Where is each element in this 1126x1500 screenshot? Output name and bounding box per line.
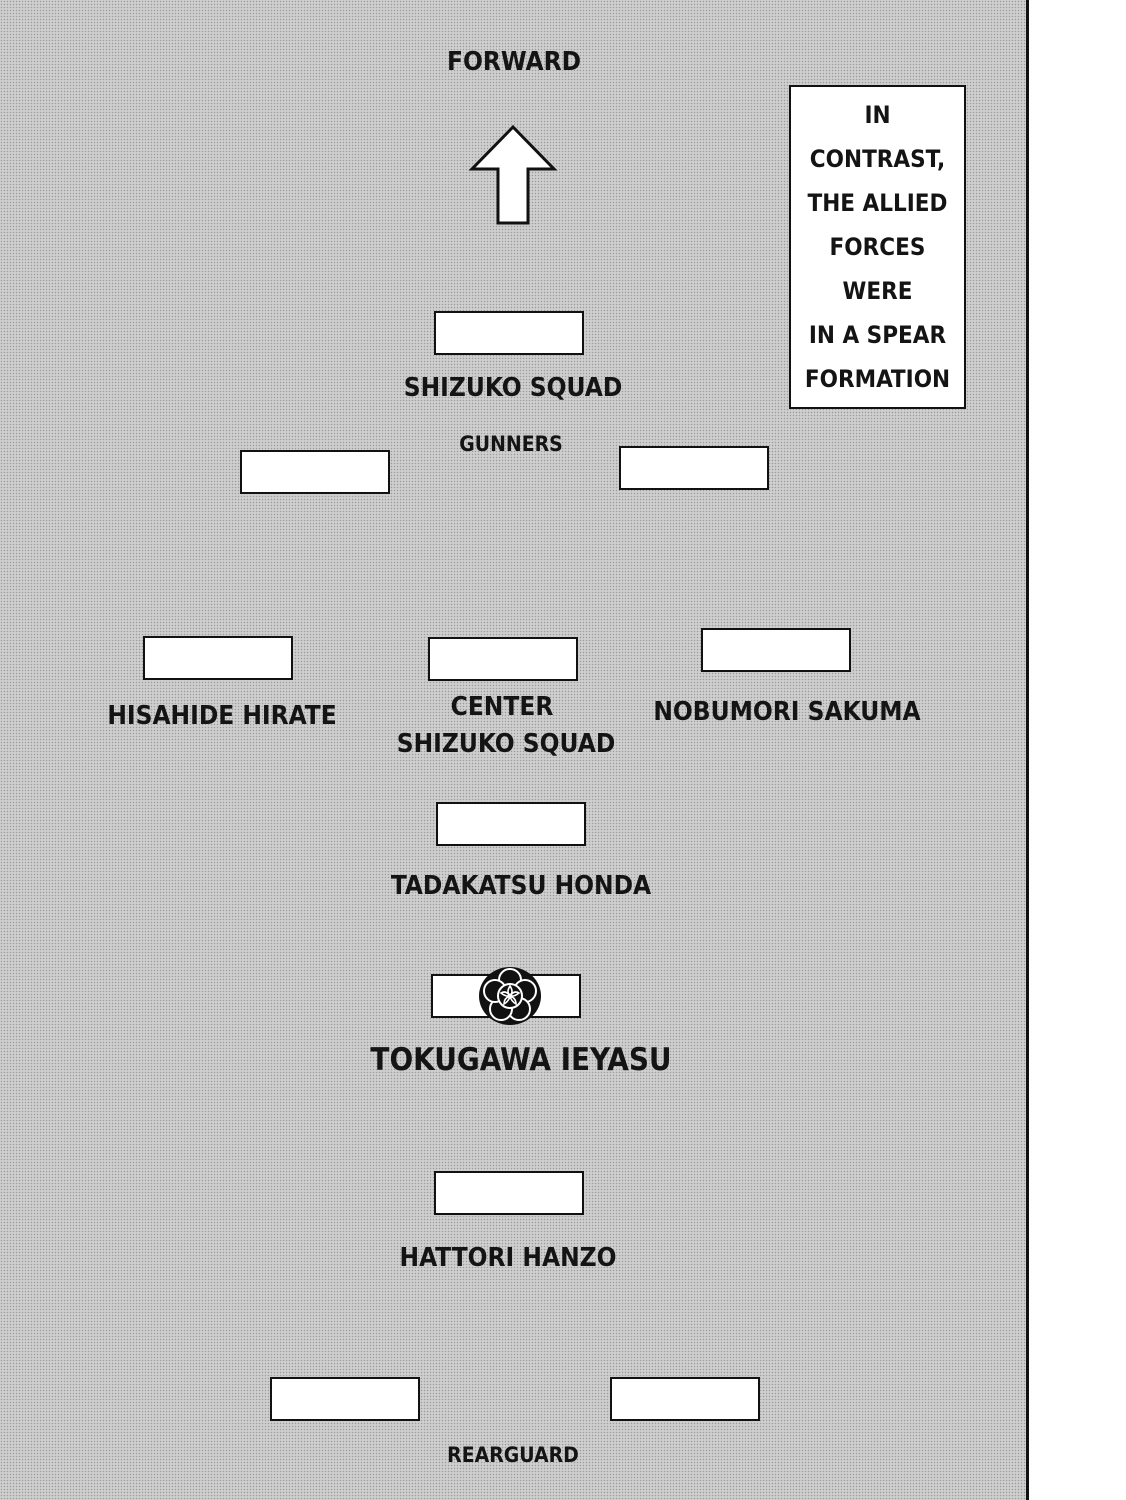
unit-right-box: [701, 628, 851, 672]
narration-line: IN CONTRAST,: [809, 101, 946, 173]
unit-center-box: [428, 637, 578, 681]
unit-hanzo-box: [434, 1171, 584, 1215]
unit-commander-label: TOKUGAWA IEYASU: [370, 1042, 672, 1078]
unit-vanguard-label: SHIZUKO SQUAD: [403, 373, 623, 403]
unit-gunners-label: GUNNERS: [459, 432, 563, 456]
forward-label: FORWARD: [446, 47, 582, 77]
unit-hanzo-label: HATTORI HANZO: [399, 1243, 617, 1273]
unit-center-label-1: CENTER: [450, 692, 554, 722]
narration-line: FORCES WERE: [829, 233, 926, 305]
unit-tadakatsu-box: [436, 802, 586, 846]
unit-right-label: NOBUMORI SAKUMA: [653, 697, 921, 727]
unit-left-box: [143, 636, 293, 680]
narration-line: IN A SPEAR: [808, 321, 947, 349]
narration-line: THE ALLIED: [807, 189, 948, 217]
up-arrow-icon: [468, 124, 558, 225]
unit-rearguard-label: REARGUARD: [447, 1443, 579, 1467]
narration-text: IN CONTRAST, THE ALLIED FORCES WERE IN A…: [798, 93, 958, 401]
narration-box: IN CONTRAST, THE ALLIED FORCES WERE IN A…: [789, 85, 966, 409]
unit-gunners-left-box: [240, 450, 390, 494]
unit-rearguard-left-box: [270, 1377, 420, 1421]
unit-tadakatsu-label: TADAKATSU HONDA: [390, 871, 652, 901]
narration-line: FORMATION: [804, 365, 951, 393]
unit-vanguard-box: [434, 311, 584, 355]
unit-gunners-right-box: [619, 446, 769, 490]
unit-rearguard-right-box: [610, 1377, 760, 1421]
formation-panel: FORWARD IN CONTRAST, THE ALLIED FORCES W…: [0, 0, 1029, 1500]
unit-center-label-2: SHIZUKO SQUAD: [396, 729, 616, 759]
family-crest-icon: [479, 967, 541, 1025]
unit-left-label: HISAHIDE HIRATE: [107, 701, 337, 731]
